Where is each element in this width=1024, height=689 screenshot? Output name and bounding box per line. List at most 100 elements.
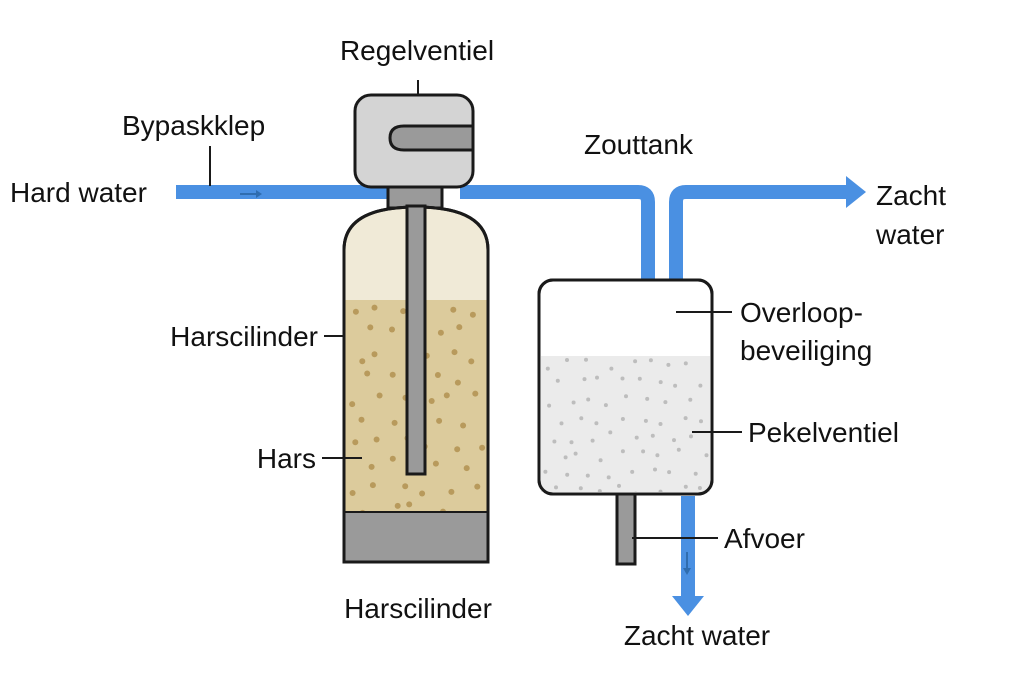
texture-dot [673, 383, 678, 388]
texture-dot [579, 416, 584, 421]
texture-dot [460, 422, 467, 429]
drain-pipe [615, 490, 637, 566]
texture-dot [606, 475, 611, 480]
pipe-to-salt-tank [460, 185, 655, 280]
texture-dot [389, 371, 396, 378]
texture-dot [352, 308, 359, 315]
label-soft-water-right-2: water [875, 219, 944, 250]
texture-dot [693, 471, 698, 476]
texture-dot [559, 421, 564, 426]
texture-dot [667, 470, 672, 475]
texture-dot [571, 400, 576, 405]
label-brine-valve: Pekelventiel [748, 417, 899, 448]
texture-dot [434, 372, 441, 378]
texture-dot [683, 361, 688, 366]
texture-dot [663, 400, 668, 405]
label-soft-water-right-1: Zacht [876, 180, 946, 211]
texture-dot [620, 376, 625, 381]
texture-dot [609, 366, 614, 371]
texture-dot [547, 403, 552, 408]
texture-dot [376, 392, 383, 399]
texture-dot [569, 440, 574, 445]
texture-dot [634, 491, 637, 492]
label-soft-water-bottom: Zacht water [624, 620, 770, 651]
texture-dot [463, 465, 470, 472]
texture-dot [645, 396, 650, 401]
pipe-to-soft-water-outlet [669, 185, 846, 280]
texture-dot [419, 490, 426, 497]
texture-dot [597, 489, 602, 492]
texture-dot [349, 490, 356, 496]
texture-dot [648, 358, 653, 363]
texture-dot [658, 380, 663, 385]
texture-dot [578, 486, 583, 491]
texture-dot [603, 403, 608, 408]
texture-dot [448, 488, 455, 495]
label-hard-water: Hard water [10, 177, 147, 208]
texture-dot [369, 482, 376, 489]
flow-arrow-inlet [240, 190, 262, 198]
texture-dot [543, 469, 548, 474]
label-bypass-valve: Bypaskklep [122, 110, 265, 141]
texture-dot [595, 375, 599, 380]
texture-dot [394, 502, 401, 509]
texture-dot [637, 376, 642, 381]
texture-dot [633, 359, 638, 364]
salt-grains [543, 357, 709, 492]
soft-water-outlet-arrowhead [846, 176, 866, 208]
texture-dot [620, 449, 625, 454]
texture-dot [617, 483, 621, 488]
texture-dot [658, 422, 663, 426]
salt-tank [537, 278, 714, 566]
texture-dot [389, 455, 396, 462]
texture-dot [367, 324, 374, 331]
labels: Regelventiel Bypaskklep Hard water Zoutt… [10, 35, 946, 651]
texture-dot [432, 460, 439, 467]
texture-dot [590, 438, 595, 443]
texture-dot [634, 435, 639, 440]
texture-dot [655, 453, 660, 458]
texture-dot [437, 329, 444, 336]
texture-dot [565, 358, 569, 362]
texture-dot [624, 394, 628, 399]
texture-dot [585, 473, 590, 478]
texture-dot [653, 467, 657, 472]
label-resin-cylinder-side: Harscilinder [170, 321, 318, 352]
texture-dot [443, 392, 450, 399]
texture-dot [436, 417, 443, 424]
leader-lines [209, 146, 742, 539]
label-overflow-2: beveiliging [740, 335, 872, 366]
texture-dot [371, 351, 378, 358]
label-resin: Hars [257, 443, 316, 474]
texture-dot [364, 370, 371, 377]
texture-dot [563, 455, 568, 460]
texture-dot [598, 458, 603, 463]
texture-dot [469, 311, 476, 318]
texture-dot [472, 390, 479, 397]
brine-solution [541, 356, 710, 492]
distributor-tube [405, 204, 427, 476]
control-valve [353, 80, 475, 189]
texture-dot [545, 366, 550, 371]
texture-dot [368, 463, 375, 470]
texture-dot [371, 304, 378, 311]
texture-dot [428, 398, 435, 404]
texture-dot [456, 324, 463, 331]
texture-dot [554, 485, 558, 490]
texture-dot [468, 358, 475, 365]
texture-dot [402, 483, 409, 490]
texture-dot [620, 417, 625, 421]
cylinder-base [344, 512, 488, 562]
water-pipes [176, 176, 866, 616]
soft-water-bottom-arrowhead [672, 596, 704, 616]
texture-dot [359, 358, 366, 365]
texture-dot [400, 308, 407, 315]
texture-dot [454, 446, 461, 453]
texture-dot [672, 438, 676, 443]
texture-dot [454, 379, 461, 386]
texture-dot [451, 349, 458, 356]
texture-dot [658, 489, 663, 492]
label-resin-cylinder-bottom: Harscilinder [344, 593, 492, 624]
